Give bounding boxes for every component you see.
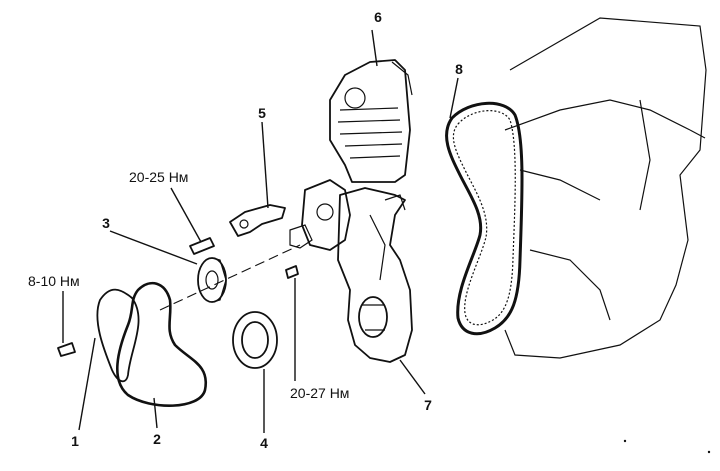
lower-timing-cover bbox=[337, 187, 413, 363]
leader-lines bbox=[62, 29, 459, 433]
label-3: 3 bbox=[102, 215, 110, 231]
torque-20-25: 20-25 Нм bbox=[129, 169, 188, 185]
torque-20-27: 20-27 Нм bbox=[290, 385, 349, 401]
drive-belts bbox=[96, 281, 208, 407]
crankshaft-seal bbox=[232, 311, 278, 369]
bolts bbox=[57, 237, 299, 357]
label-6: 6 bbox=[374, 9, 382, 25]
upper-timing-cover bbox=[329, 59, 413, 183]
label-7: 7 bbox=[424, 397, 432, 413]
label-2: 2 bbox=[153, 431, 161, 447]
timing-belt bbox=[445, 101, 524, 336]
engine-block-outline bbox=[504, 17, 707, 359]
dot-mark bbox=[623, 439, 627, 443]
water-pump bbox=[289, 179, 351, 251]
label-4: 4 bbox=[260, 435, 268, 451]
dot-mark bbox=[707, 450, 711, 454]
label-8: 8 bbox=[455, 61, 463, 77]
label-1: 1 bbox=[71, 433, 79, 449]
tensioner-bracket bbox=[229, 204, 286, 237]
torque-8-10: 8-10 Нм bbox=[28, 273, 80, 289]
alignment-axis bbox=[159, 244, 301, 311]
pump-pulley bbox=[197, 257, 227, 303]
label-5: 5 bbox=[258, 105, 266, 121]
